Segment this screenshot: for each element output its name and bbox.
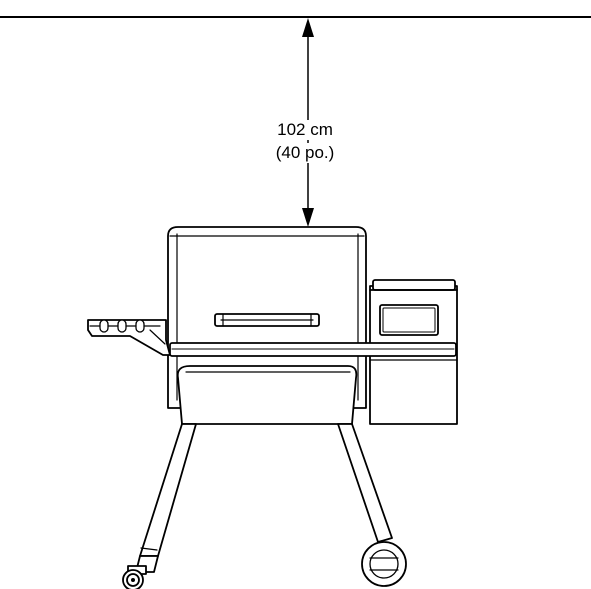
controller-display bbox=[379, 304, 439, 336]
side-shelf bbox=[87, 319, 171, 356]
left-leg bbox=[135, 423, 197, 573]
caster-wheel bbox=[122, 565, 147, 589]
right-leg bbox=[337, 423, 393, 543]
dimension-label-metric: 102 cm bbox=[255, 120, 355, 140]
arrow-head-bottom bbox=[302, 208, 314, 227]
rear-wheel bbox=[361, 541, 407, 587]
dimension-label-imperial: (40 po.) bbox=[255, 143, 355, 163]
leg-frame bbox=[176, 365, 358, 425]
grill-body bbox=[167, 226, 367, 409]
front-shelf bbox=[169, 342, 457, 357]
lid-handle bbox=[214, 313, 320, 327]
arrow-head-top bbox=[302, 18, 314, 37]
